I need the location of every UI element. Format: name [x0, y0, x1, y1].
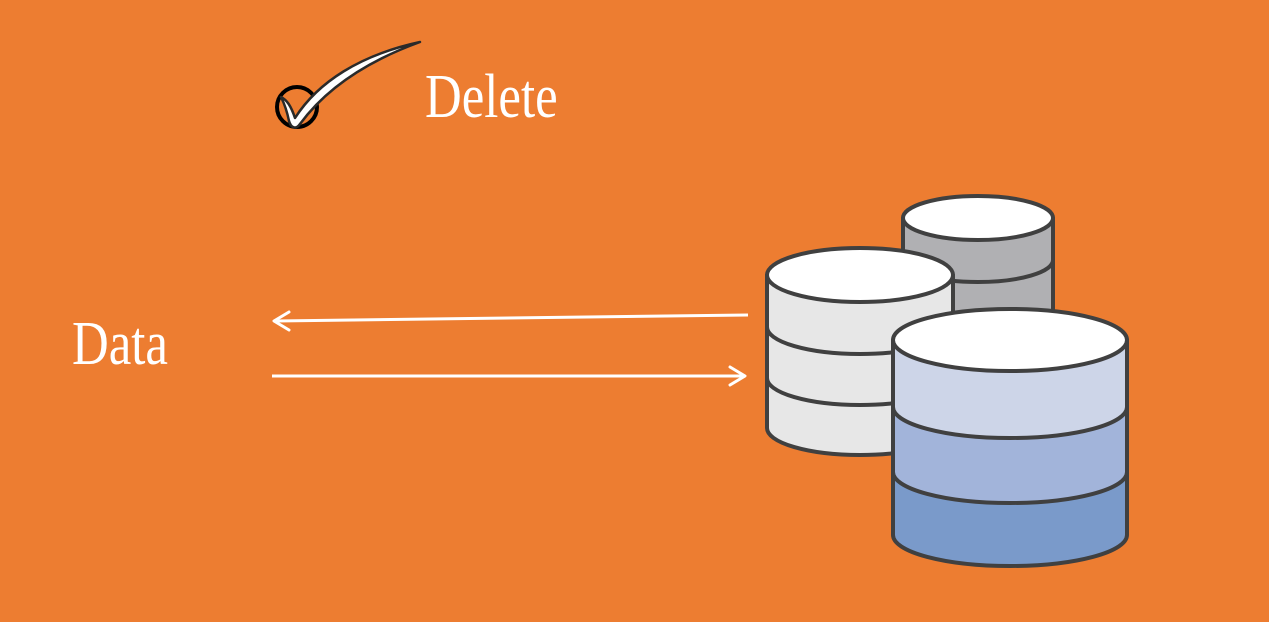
database-cylinder-front	[891, 307, 1129, 568]
database-stack-icon	[765, 194, 1129, 568]
checkmark-circle-icon	[275, 40, 422, 129]
arrow-to-data	[272, 310, 749, 332]
data-label: Data	[72, 310, 168, 378]
delete-heading: Delete	[425, 63, 558, 131]
arrow-to-database	[272, 365, 747, 387]
